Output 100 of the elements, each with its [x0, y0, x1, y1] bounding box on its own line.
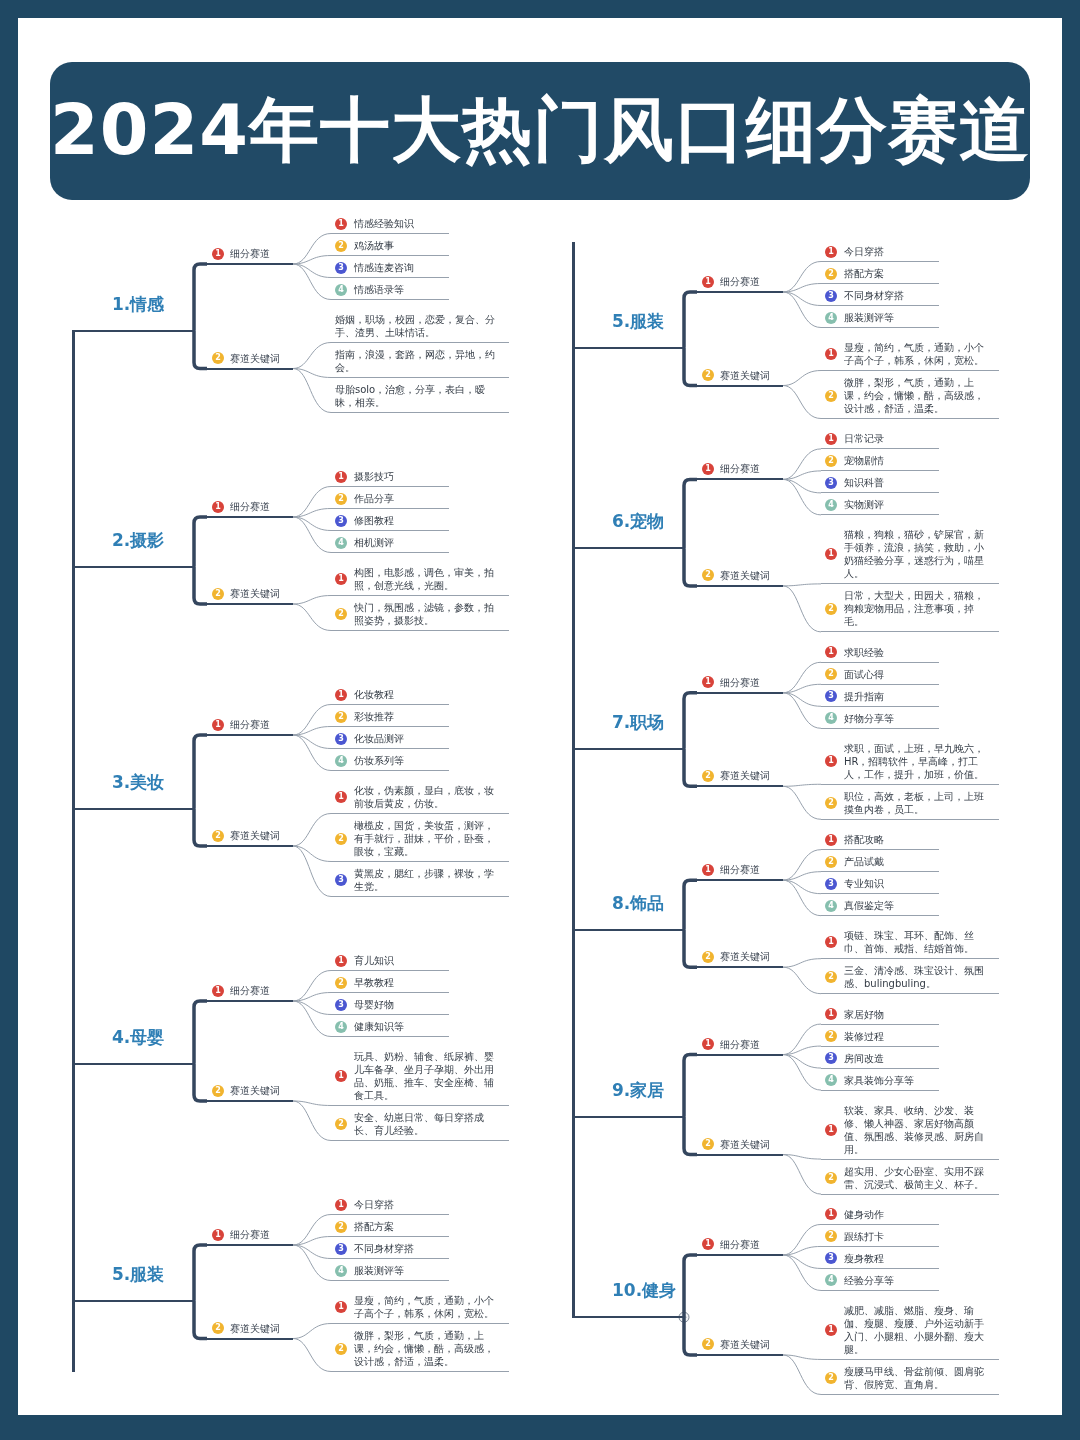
connector-line [192, 262, 207, 331]
topic-text: 宠物剧情 [844, 454, 884, 468]
topic-text: 玩具、奶粉、辅食、纸尿裤、婴儿车备孕、坐月子孕期、外出用品、奶瓶、推车、安全座椅、辅食工具。 [354, 1050, 495, 1102]
branch-label: 细分赛道 [720, 275, 760, 288]
topic-text: 瘦腰马甲线、骨盆前倾、圆肩驼背、假胯宽、直角肩。 [844, 1364, 985, 1391]
branch-item [697, 1237, 783, 1256]
connector-line [782, 291, 822, 306]
category-heading: 2.摄影 [72, 528, 195, 568]
connector-line [782, 1054, 822, 1091]
topic-text: 房间改造 [844, 1051, 884, 1065]
topic-text: 日常记录 [844, 432, 884, 446]
topic-text: 情感经验知识 [354, 217, 414, 230]
topic-text: 微胖，梨形，气质，通勤，上课，约会，慵懒，酷，高级感，设计感，舒适，温柔。 [844, 376, 985, 415]
branch-label: 细分赛道 [720, 863, 760, 877]
connector-line [292, 1236, 332, 1246]
connector-line [682, 1116, 697, 1157]
category-heading: 8.饰品 [572, 891, 685, 931]
connector-line [782, 958, 822, 968]
topic-text: 不同身材穿搭 [354, 1242, 414, 1255]
branch-item [697, 462, 783, 481]
connector-line [292, 813, 332, 847]
connector-line [682, 929, 697, 969]
branch-label: 赛道关键词 [230, 351, 280, 365]
branch-item [207, 984, 293, 1002]
branch-label: 细分赛道 [230, 1228, 270, 1241]
branch-label: 赛道关键词 [720, 950, 770, 964]
connector-line [192, 330, 207, 371]
topic-text: 情感语录等 [354, 283, 404, 296]
branch-label: 赛道关键词 [720, 769, 770, 783]
connector-line [292, 508, 332, 518]
branch-item [697, 769, 783, 788]
connector-line [292, 595, 332, 605]
connector-line [292, 1338, 332, 1372]
branch-item [207, 247, 293, 265]
connector-line [292, 1100, 332, 1106]
connector-line [192, 999, 207, 1064]
branch-item [207, 351, 293, 370]
topic-text: 好物分享等 [844, 711, 894, 725]
connector-line [682, 1253, 697, 1318]
branch-item [207, 1084, 293, 1102]
topic-text: 减肥、减脂、燃脂、瘦身、瑜伽、瘦腿、瘦腰、户外运动新手入门、小腿粗、小腿外翻、瘦大腿。 [844, 1303, 985, 1356]
connector-line [192, 566, 207, 606]
connector-line [782, 871, 822, 881]
topic-text: 构图，电影感，调色，审美，拍照，创意光线，光圈。 [354, 566, 495, 592]
connector-line [782, 1354, 822, 1395]
topic-text: 超实用、少女心卧室、实用不踩雷、沉浸式、极简主义、杯子。 [844, 1164, 985, 1191]
connector-line [292, 1000, 332, 1037]
topic-text: 服装测评等 [354, 1264, 404, 1277]
category-heading: 1.情感 [72, 293, 195, 332]
topic-text: 知识科普 [844, 476, 884, 490]
topic-text: 装修过程 [844, 1029, 884, 1043]
topic-text: 安全、幼崽日常、每日穿搭成长、育儿经验。 [354, 1111, 485, 1137]
connector-line [782, 1354, 822, 1360]
connector-line [782, 1154, 822, 1195]
topic-text: 修图教程 [354, 514, 394, 527]
topic-text: 育儿知识 [354, 954, 394, 967]
topic-text: 日常，大型犬，田园犬，猫粮，狗粮宠物用品，注意事项，掉毛。 [844, 589, 985, 629]
branch-item [697, 675, 783, 694]
connector-line [682, 878, 697, 930]
connector-line [782, 283, 822, 293]
topic-text: 化妆教程 [354, 688, 394, 701]
topic-text: 母婴好物 [354, 998, 394, 1011]
topic-text: 鸡汤故事 [354, 239, 394, 252]
branch-label: 赛道关键词 [230, 1321, 280, 1335]
branch-label: 赛道关键词 [720, 568, 770, 582]
branch-label: 细分赛道 [720, 675, 760, 689]
topic-text: 家居好物 [844, 1007, 884, 1021]
branch-item [697, 275, 783, 293]
topic-text: 母胎solo，治愈，分享，表白，暧昧，相亲。 [335, 383, 487, 409]
connector-line [782, 585, 822, 633]
topic-text: 面试心得 [844, 667, 884, 681]
branch-item [207, 829, 293, 847]
category-heading: 4.母婴 [72, 1025, 195, 1065]
connector-line [292, 516, 332, 531]
topic-text: 快门，氛围感，滤镜，参数，拍照姿势，摄影技。 [354, 601, 495, 627]
branch-label: 赛道关键词 [720, 1137, 770, 1151]
connector-line [682, 290, 697, 348]
branch-label: 细分赛道 [230, 247, 270, 260]
topic-text: 化妆，伪素颜，显白，底妆，妆前妆后黄皮，仿妆。 [354, 784, 495, 810]
topic-text: 今日穿搭 [844, 245, 884, 258]
topic-text: 提升指南 [844, 689, 884, 703]
branch-item [697, 368, 783, 387]
topic-text: 相机测评 [354, 536, 394, 549]
connector-line [292, 1244, 332, 1281]
topic-text: 家具装饰分享等 [844, 1073, 914, 1087]
branch-item [697, 863, 783, 882]
connector-line [292, 255, 332, 265]
topic-text: 瘦身教程 [844, 1251, 884, 1265]
topic-text: 橄榄皮，国货，美妆蛋，测评，有手就行，甜妹，平价，卧蚕，眼妆，宝藏。 [354, 819, 495, 858]
topic-text: 真假鉴定等 [844, 899, 894, 913]
category-heading: 6.宠物 [572, 510, 685, 550]
topic-text: 情感连麦咨询 [354, 261, 414, 274]
title-banner: 2024年十大热门风口细分赛道 [50, 62, 1030, 200]
branch-item [697, 1137, 783, 1156]
topic-text: 猫粮，狗粮，猫砂，铲屎官，新手领养，流浪，搞笑，救助，小奶猫经验分享，迷惑行为，喵星人。 [844, 528, 985, 581]
connector-line [782, 583, 822, 587]
topic-text: 仿妆系列等 [354, 754, 404, 767]
topic-text: 摄影技巧 [354, 470, 394, 483]
topic-text: 搭配方案 [844, 267, 884, 280]
branch-label: 细分赛道 [720, 1037, 760, 1051]
